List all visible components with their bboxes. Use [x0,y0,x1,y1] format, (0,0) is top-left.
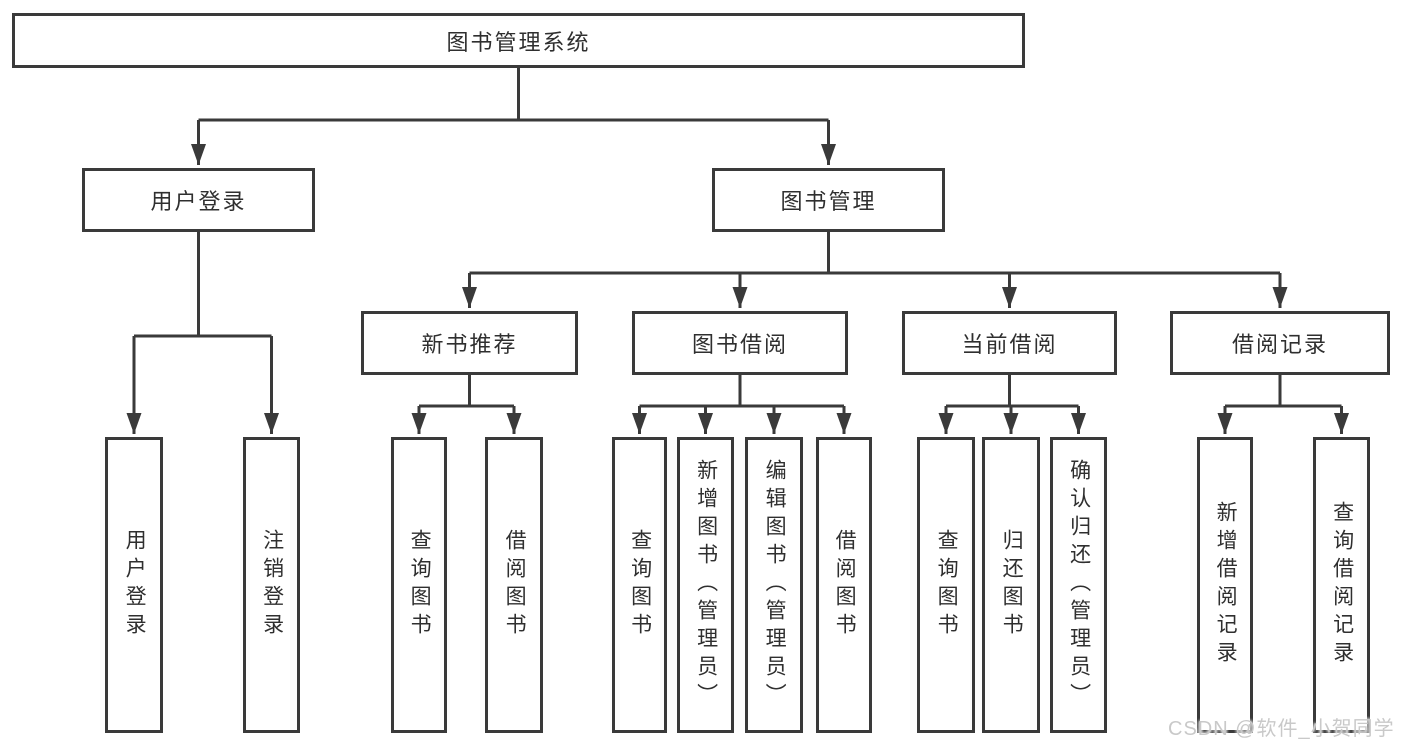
leaf-label: 查询图书 [408,529,432,641]
leaf-label: 借阅图书 [503,529,527,641]
connector-new-book-recommend [411,375,522,434]
node-root-system: 图书管理系统 [12,13,1025,68]
leaf-query-borrow-record: 查询借阅记录 [1313,437,1370,733]
leaf-borrow-books-recommend: 借阅图书 [485,437,543,733]
leaf-label: 注销登录 [260,529,284,641]
connector-book-borrow [632,375,852,434]
leaf-query-books-recommend: 查询图书 [391,437,447,733]
node-book-management: 图书管理 [712,168,945,232]
leaf-user-login: 用户登录 [105,437,163,733]
leaf-logout: 注销登录 [243,437,300,733]
leaf-label: 确认归还（管理员） [1067,459,1091,711]
leaf-confirm-return-admin: 确认归还（管理员） [1050,437,1107,733]
leaf-edit-books-admin: 编辑图书（管理员） [745,437,803,733]
connector-root [191,68,836,165]
watermark-csdn: CSDN @软件_小贺同学 [1168,718,1395,740]
connector-book-management [462,232,1288,308]
connector-borrow-records [1217,375,1349,434]
leaf-label: 查询借阅记录 [1330,501,1354,669]
node-current-borrow: 当前借阅 [902,311,1117,375]
leaf-add-books-admin: 新增图书（管理员） [677,437,734,733]
leaf-query-books-borrow: 查询图书 [612,437,667,733]
node-borrow-records: 借阅记录 [1170,311,1390,375]
leaf-return-books: 归还图书 [982,437,1040,733]
connector-current-borrow [938,375,1086,434]
leaf-borrow-books: 借阅图书 [816,437,872,733]
node-new-book-recommend: 新书推荐 [361,311,578,375]
node-book-borrow: 图书借阅 [632,311,848,375]
node-user-login: 用户登录 [82,168,315,232]
leaf-label: 新增图书（管理员） [694,459,718,711]
leaf-label: 归还图书 [1000,529,1024,641]
leaf-label: 编辑图书（管理员） [763,459,787,711]
leaf-label: 借阅图书 [833,529,857,641]
leaf-query-books-current: 查询图书 [917,437,975,733]
leaf-label: 用户登录 [123,529,147,641]
leaf-label: 查询图书 [935,529,959,641]
leaf-label: 新增借阅记录 [1214,501,1238,669]
connector-user-login [126,232,279,434]
leaf-add-borrow-record: 新增借阅记录 [1197,437,1253,733]
leaf-label: 查询图书 [628,529,652,641]
